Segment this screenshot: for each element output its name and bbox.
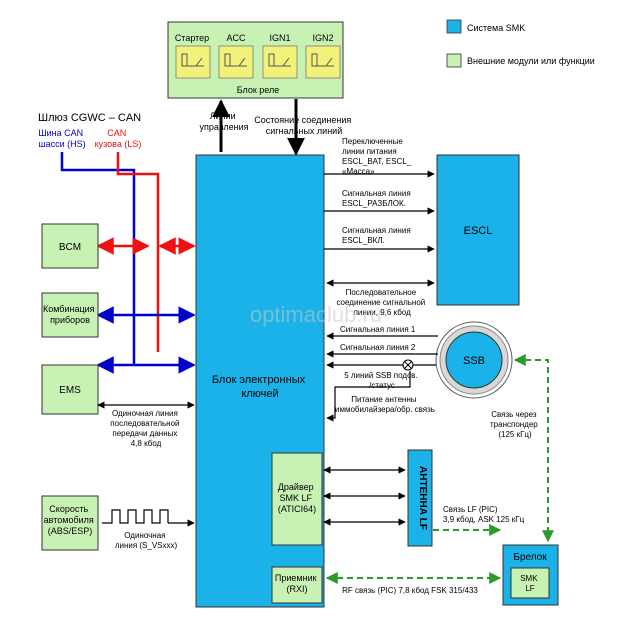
watermark: optimaclub.ru bbox=[250, 302, 382, 327]
ssb-line1-label: Сигнальная линия 1 bbox=[340, 325, 416, 334]
legend: Система SMK Внешние модули или функции bbox=[446, 19, 595, 68]
cluster-label: Комбинация приборов bbox=[43, 304, 97, 325]
indicator-lamp-icon bbox=[402, 359, 414, 371]
relay-switch-icon bbox=[175, 45, 211, 79]
escl-serial-label: Последовательное соединение сигнальной л… bbox=[336, 288, 427, 317]
legend-smk-label: Система SMK bbox=[467, 23, 525, 33]
speed-module: Скорость автомобиля (ABS/ESP) bbox=[41, 495, 99, 551]
can-hs-label: Шина CAN шасси (HS) bbox=[38, 128, 85, 149]
relay-label-ign2: IGN2 bbox=[312, 33, 333, 43]
key-fob-title: Брелок bbox=[513, 552, 547, 563]
relay-block-title: Блок реле bbox=[237, 85, 280, 95]
transponder-label: Связь через транспондер (125 кГц) bbox=[490, 410, 540, 439]
control-lines-label: Линии управления bbox=[199, 111, 248, 132]
ssb-lines5-label: 5 линий SSB подсв. /статус bbox=[344, 371, 420, 390]
rf-receiver-label: Приемник (RXI) bbox=[275, 573, 319, 594]
transponder-wireless-link bbox=[513, 354, 554, 543]
lf-antenna: АНТЕННА LF bbox=[407, 449, 433, 547]
relay-switch-icon bbox=[218, 45, 254, 79]
ems-serial-label: Одиночная линия последовательной передач… bbox=[110, 409, 181, 448]
ssb-label: SSB bbox=[463, 355, 485, 367]
escl-module: ESCL bbox=[436, 154, 520, 306]
can-hs-bus bbox=[60, 152, 136, 366]
ssb-line2-label: Сигнальная линия 2 bbox=[340, 343, 416, 352]
smart-key-unit-title: Блок электронных ключей bbox=[212, 374, 308, 400]
relay-switch-icon bbox=[262, 45, 298, 79]
lf-driver-block: Драйвер SMK LF (ATICI64) bbox=[271, 452, 323, 546]
relay-block: Стартер ACC IGN1 IGN2 Блок реле bbox=[167, 21, 344, 99]
escl-unlock-label: Сигнальная линия ESCL_РАЗБЛОК. bbox=[342, 189, 413, 208]
lf-antenna-label: АНТЕННА LF bbox=[417, 466, 428, 530]
relay-label-starter: Стартер bbox=[175, 33, 209, 43]
lf-link-label: Связь LF (PIC) 3,9 кбод, ASK 125 кГц bbox=[443, 505, 525, 524]
connection-state-label: Состояние соединения сигнальных линий bbox=[254, 115, 353, 136]
ems-module: EMS bbox=[41, 364, 99, 415]
speed-pulse-waveform bbox=[102, 509, 169, 524]
cluster-module: Комбинация приборов bbox=[41, 292, 99, 338]
key-fob: Брелок SMK LF bbox=[502, 544, 559, 606]
speed-line-label: Одиночная линия (S_VSxxx) bbox=[115, 531, 178, 550]
gateway-title: Шлюз CGWC – CAN bbox=[38, 112, 141, 124]
relay-label-acc: ACC bbox=[226, 33, 246, 43]
can-ls-bus bbox=[116, 152, 160, 352]
bcm-module: BCM bbox=[41, 223, 99, 269]
bcm-label: BCM bbox=[59, 242, 81, 253]
legend-external-label: Внешние модули или функции bbox=[467, 56, 595, 66]
relay-label-ign1: IGN1 bbox=[269, 33, 290, 43]
key-fob-inner-label: SMK LF bbox=[520, 574, 540, 593]
can-ls-label: CAN кузова (LS) bbox=[95, 128, 142, 149]
legend-external-swatch bbox=[446, 53, 462, 68]
legend-smk-swatch bbox=[446, 19, 462, 34]
relay-switch-icon bbox=[305, 45, 341, 79]
ems-label: EMS bbox=[59, 385, 81, 396]
antenna-power-link bbox=[326, 371, 411, 422]
lf-driver-label: Драйвер SMK LF (ATICI64) bbox=[278, 482, 316, 514]
antenna-power-label: Питание антенны иммобилайзера/обр. связь bbox=[335, 395, 435, 414]
speed-label: Скорость автомобиля (ABS/ESP) bbox=[44, 504, 97, 536]
escl-power-lines-label: Переключенные линии питания ESCL_BAT, ES… bbox=[342, 137, 413, 176]
ssb-button: SSB bbox=[435, 321, 513, 399]
escl-on-label: Сигнальная линия ESCL_ВКЛ. bbox=[342, 226, 413, 245]
escl-label: ESCL bbox=[464, 225, 493, 237]
rf-receiver-block: Приемник (RXI) bbox=[271, 566, 323, 604]
rf-link-label: RF связь (PIC) 7,8 кбод FSK 315/433 bbox=[342, 586, 478, 595]
